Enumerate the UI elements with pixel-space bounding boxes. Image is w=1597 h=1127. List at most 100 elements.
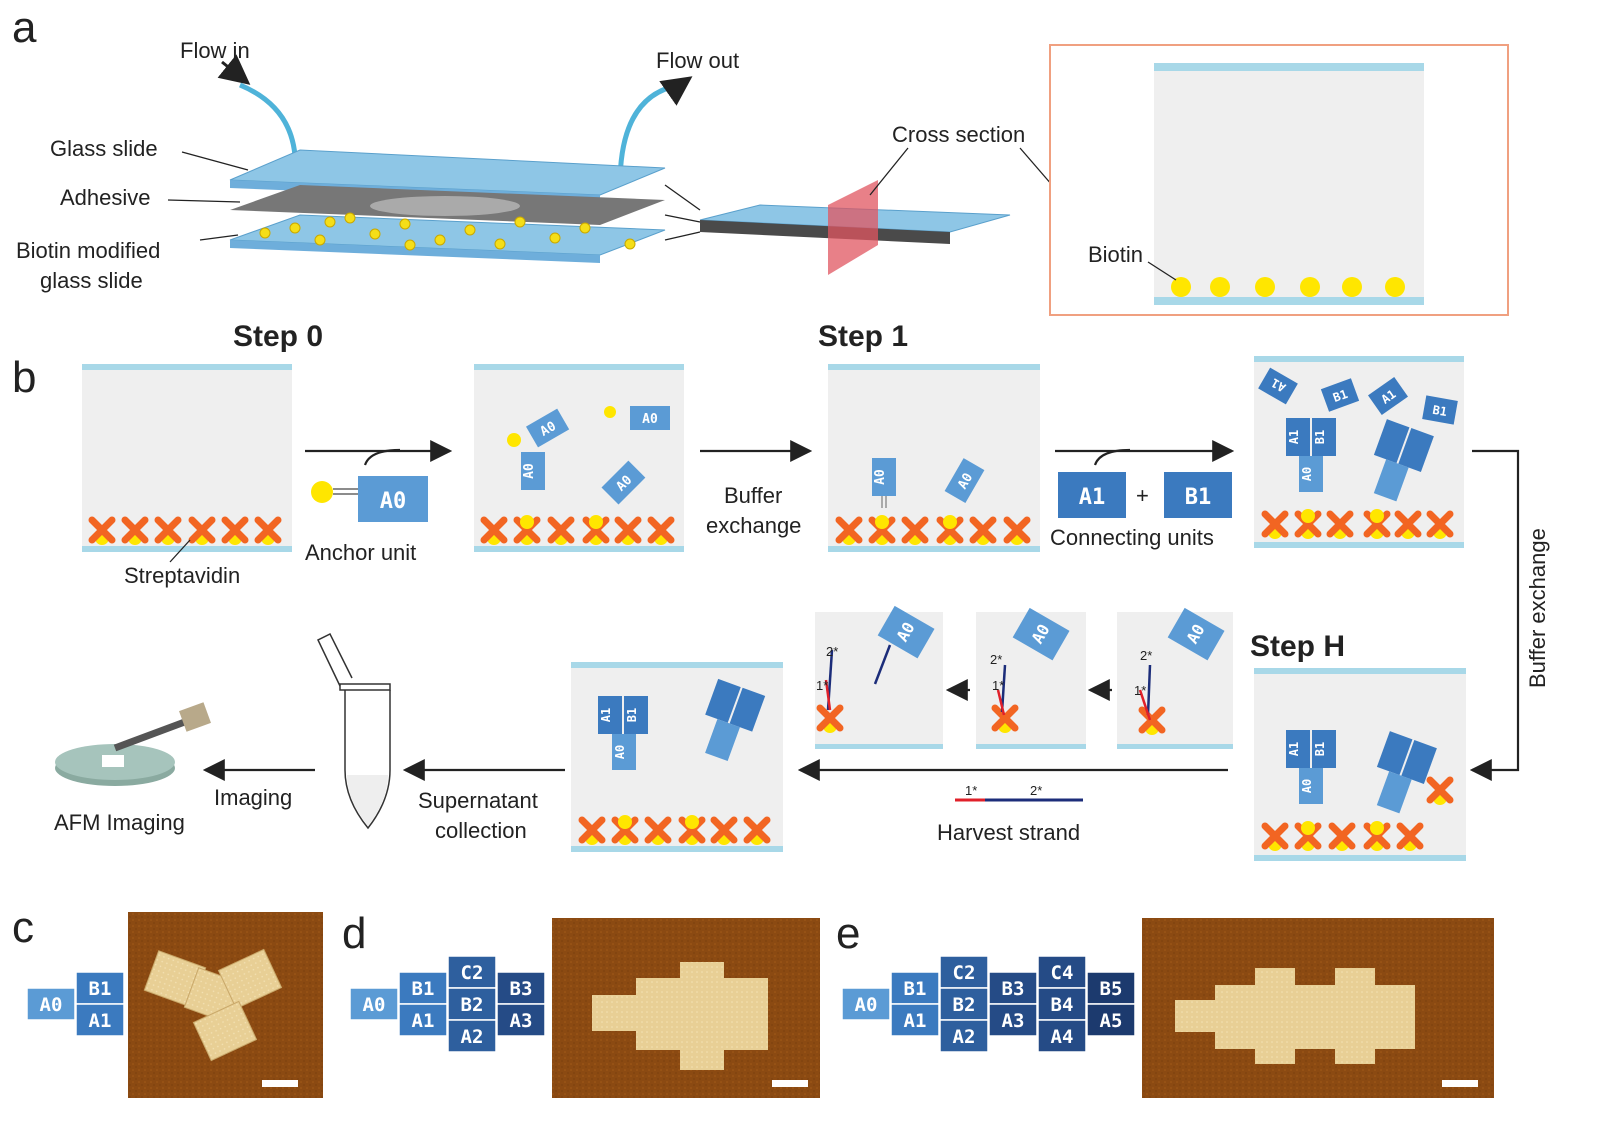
unit-tile-a5: A5 xyxy=(1086,1003,1136,1037)
streptavidin-biotin xyxy=(1396,822,1424,851)
streptavidin-biotin xyxy=(647,516,675,545)
unit-label: C4 xyxy=(1051,962,1074,984)
streptavidin-biotin xyxy=(743,816,771,845)
legend-A1: A1 xyxy=(1079,485,1106,510)
streptavidin-biotin xyxy=(1003,516,1031,545)
unit-label: A3 xyxy=(510,1010,533,1032)
unit-tile-a0: A0 xyxy=(841,987,891,1021)
flow-in-label: Flow in xyxy=(180,38,250,63)
afm-image-c xyxy=(128,912,323,1098)
plus-sign: + xyxy=(1136,483,1149,508)
unit-tile-a1: A1 xyxy=(75,1003,125,1037)
streptavidin-biotin xyxy=(88,516,116,545)
unit-label: B1 xyxy=(412,978,435,1000)
streptavidin-biotin xyxy=(835,516,863,545)
connecting-units-label: Connecting units xyxy=(1050,525,1214,550)
svg-text:2*: 2* xyxy=(990,652,1002,667)
streptavidin-biotin xyxy=(1326,510,1354,539)
afm-image-d xyxy=(552,918,820,1098)
chamber2-units: A0 A0 A0 A0 xyxy=(507,406,670,505)
unit-label: A2 xyxy=(953,1026,976,1048)
unit-label: A1 xyxy=(904,1010,927,1032)
unit-tile-b5: B5 xyxy=(1086,971,1136,1005)
step1-title: Step 1 xyxy=(818,320,908,353)
streptavidin-biotin xyxy=(710,816,738,845)
svg-text:B1: B1 xyxy=(1431,403,1448,419)
panel-a-labels: Flow in Flow out Glass slide Adhesive Bi… xyxy=(16,38,1053,293)
svg-text:B1: B1 xyxy=(625,708,639,722)
streptavidin-biotin xyxy=(991,704,1019,733)
unit-tile-b3: B3 xyxy=(988,971,1038,1005)
streptavidin-biotin xyxy=(480,516,508,545)
streptavidin-biotin xyxy=(1426,510,1454,539)
svg-text:A1: A1 xyxy=(1379,387,1399,407)
streptavidin-biotin xyxy=(578,816,606,845)
unit-tile-b1: B1 xyxy=(398,971,448,1005)
streptavidin-biotin xyxy=(1363,509,1391,539)
step0-title: Step 0 xyxy=(233,320,323,353)
unit-label: B2 xyxy=(461,994,484,1016)
unit-label: A0 xyxy=(855,994,878,1016)
supernatant-units: A1 B1 A0 xyxy=(598,678,766,770)
streptavidin-biotin xyxy=(582,515,610,545)
streptavidin-biotin xyxy=(936,515,964,545)
panel-label-b: b xyxy=(12,353,36,402)
svg-text:A0: A0 xyxy=(1300,779,1314,793)
svg-text:B1: B1 xyxy=(1313,742,1327,756)
streptavidin-biotin xyxy=(1394,510,1422,539)
cross-section-view: Biotin xyxy=(1049,44,1509,316)
connecting-units-legend: A1 + B1 Connecting units xyxy=(1050,472,1232,550)
streptavidin-biotin xyxy=(121,516,149,545)
unit-tile-a2: A2 xyxy=(939,1019,989,1053)
unit-tile-a2: A2 xyxy=(447,1019,497,1053)
panel-label-c: c xyxy=(12,903,34,952)
streptavidin-biotin xyxy=(1294,509,1322,539)
svg-text:A0: A0 xyxy=(873,469,888,485)
streptavidin-biotin xyxy=(188,516,216,545)
svg-text:A0: A0 xyxy=(955,471,976,492)
unit-tile-b2: B2 xyxy=(447,987,497,1021)
flow-arrows xyxy=(202,440,1520,781)
streptavidin-biotin xyxy=(868,515,896,545)
unit-label: A5 xyxy=(1100,1010,1123,1032)
unit-tile-a1: A1 xyxy=(398,1003,448,1037)
biotin-slide-label-2: glass slide xyxy=(40,268,143,293)
streptavidin-biotin xyxy=(1138,706,1166,735)
streptavidin-biotin xyxy=(678,815,706,845)
biotin-label: Biotin xyxy=(1088,242,1143,267)
streptavidin-label: Streptavidin xyxy=(124,563,240,588)
unit-tile-b4: B4 xyxy=(1037,987,1087,1021)
unit-label: A3 xyxy=(1002,1010,1025,1032)
streptavidin-biotin xyxy=(1294,821,1322,851)
streptavidin-biotin xyxy=(1328,822,1356,851)
harvest-strand-label: Harvest strand xyxy=(937,820,1080,845)
svg-text:1*: 1* xyxy=(965,783,977,798)
supernatant-label-2: collection xyxy=(435,818,527,843)
strand-displacement: A0 A0 A0 1* 2* 1* 2* 1* 2* xyxy=(816,605,1225,721)
buffer-exchange-vertical: Buffer exchange xyxy=(1525,528,1550,688)
streptavidin-biotin xyxy=(644,816,672,845)
unit-tile-b1: B1 xyxy=(75,971,125,1005)
unit-tile-c4: C4 xyxy=(1037,955,1087,989)
streptavidin-biotin xyxy=(513,515,541,545)
unit-tile-b2: B2 xyxy=(939,987,989,1021)
anchor-unit-label: Anchor unit xyxy=(305,540,416,565)
buffer-label-1: Buffer xyxy=(724,483,782,508)
unit-label: A0 xyxy=(363,994,386,1016)
svg-text:A0: A0 xyxy=(613,745,627,759)
panel-label-a: a xyxy=(12,3,37,52)
unit-label: A4 xyxy=(1051,1026,1074,1048)
biotin-slide-label-1: Biotin modified xyxy=(16,238,160,263)
unit-label: B1 xyxy=(89,978,112,1000)
streptavidin-biotin xyxy=(901,516,929,545)
unit-label: C2 xyxy=(461,962,484,984)
unit-label: A1 xyxy=(412,1010,435,1032)
streptavidin-biotin xyxy=(1261,822,1289,851)
unit-tile-c2: C2 xyxy=(447,955,497,989)
streptavidin-biotin xyxy=(254,516,282,545)
unit-label: B4 xyxy=(1051,994,1074,1016)
svg-text:A1: A1 xyxy=(1287,430,1301,444)
unit-label: B1 xyxy=(904,978,927,1000)
unit-label: A1 xyxy=(89,1010,112,1032)
svg-text:A1: A1 xyxy=(1287,742,1301,756)
